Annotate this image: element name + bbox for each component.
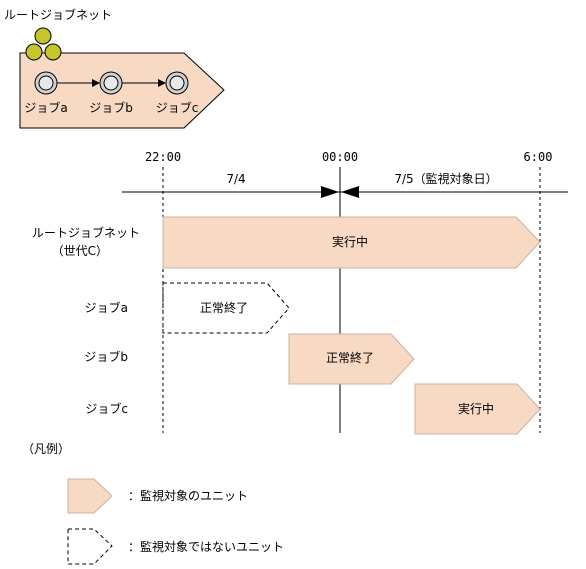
unit-bar-job-b bbox=[288, 333, 415, 385]
legend-not-monitored-label: ：監視対象ではないユニット bbox=[128, 539, 284, 554]
row-job-a-label: ジョブa bbox=[85, 300, 128, 315]
icon-job-c-label: ジョブc bbox=[156, 100, 199, 115]
legend-title: （凡例） bbox=[22, 442, 70, 456]
legend-monitored-swatch bbox=[67, 478, 113, 514]
tick-2200: 22:00 bbox=[145, 150, 181, 164]
legend-monitored-label: ：監視対象のユニット bbox=[128, 488, 248, 503]
unit-bar-rootjobnet-status: 実行中 bbox=[332, 234, 368, 249]
unit-bar-job-c bbox=[414, 383, 541, 435]
unit-bar-rootjobnet bbox=[162, 216, 541, 269]
row-rootjobnet-sublabel: （世代C） bbox=[52, 244, 108, 258]
generation-dot-left bbox=[25, 43, 43, 61]
day-before-label: 7/4 bbox=[226, 172, 245, 186]
tick-0600: 6:00 bbox=[524, 150, 553, 164]
tick-0000: 00:00 bbox=[322, 150, 358, 164]
axis-arrow-left bbox=[341, 186, 359, 198]
unit-bar-job-a bbox=[162, 282, 290, 334]
legend-not-monitored-swatch bbox=[67, 528, 113, 565]
job-b-node bbox=[99, 71, 123, 95]
icon-job-b-label: ジョブb bbox=[89, 100, 133, 115]
axis-arrow-right bbox=[321, 186, 339, 198]
unit-bar-job-c-status: 実行中 bbox=[458, 401, 494, 416]
unit-bar-job-b-status: 正常終了 bbox=[326, 350, 374, 365]
row-rootjobnet-label: ルートジョブネット bbox=[32, 225, 140, 240]
row-job-b-label: ジョブb bbox=[84, 349, 128, 364]
job-c-node bbox=[165, 71, 189, 95]
generation-dot-right bbox=[44, 43, 62, 61]
row-job-c-label: ジョブc bbox=[85, 401, 128, 416]
jobnet-box bbox=[19, 52, 225, 129]
generation-dot-top bbox=[34, 27, 52, 45]
job-a-node bbox=[34, 71, 58, 95]
unit-bar-job-a-status: 正常終了 bbox=[200, 300, 248, 315]
jobnet-icon: ジョブa ジョブb ジョブc bbox=[19, 27, 225, 129]
jobnet-title: ルートジョブネット bbox=[4, 7, 112, 22]
icon-job-a-label: ジョブa bbox=[24, 100, 67, 115]
day-monitored-label: 7/5（監視対象日） bbox=[394, 171, 497, 186]
